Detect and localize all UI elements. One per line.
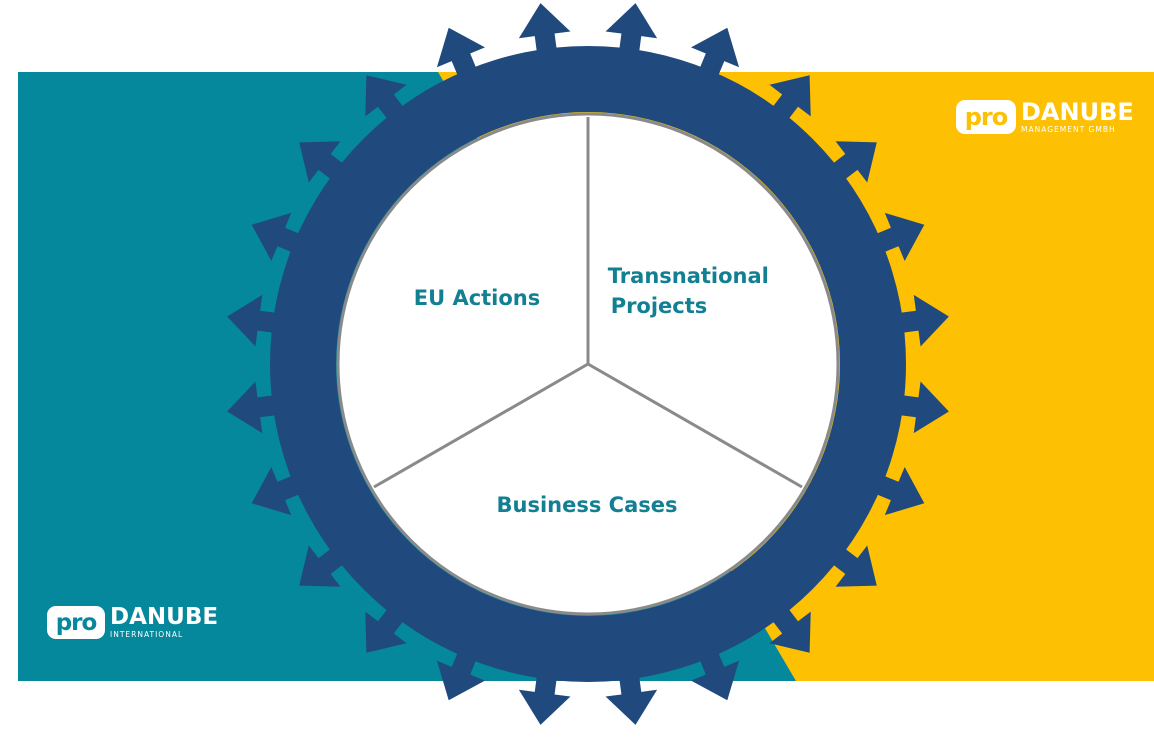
logo-name: DANUBE	[1021, 98, 1134, 127]
gear-arrow	[227, 294, 292, 347]
logo-subtitle: INTERNATIONAL	[110, 630, 184, 640]
gear-arrow	[884, 294, 949, 347]
gear-arrow	[884, 381, 949, 434]
gear-arrow	[605, 3, 658, 68]
pro-badge-text: pro	[964, 103, 1009, 131]
segment-label-transnational-projects: Transnational Projects	[608, 264, 776, 318]
divider-right	[587, 362, 803, 489]
pro-badge: pro	[956, 100, 1016, 134]
gear-arrow	[518, 3, 571, 68]
pro-badge-text: pro	[55, 609, 98, 636]
logo-name: DANUBE	[110, 604, 219, 631]
logo-subtitle: MANAGEMENT GMBH	[1021, 125, 1116, 135]
pro-badge: pro	[47, 606, 105, 639]
logo-danube-international: pro DANUBE INTERNATIONAL	[47, 606, 218, 639]
segment-label-business-cases: Business Cases	[497, 493, 678, 517]
logo-danube-management: pro DANUBE MANAGEMENT GMBH	[956, 100, 1134, 134]
segment-label-eu-actions: EU Actions	[414, 286, 541, 310]
gear-arrow	[518, 660, 571, 725]
gear-arrow	[605, 660, 658, 725]
gear-arrow	[227, 381, 292, 434]
divider-left	[373, 362, 589, 489]
